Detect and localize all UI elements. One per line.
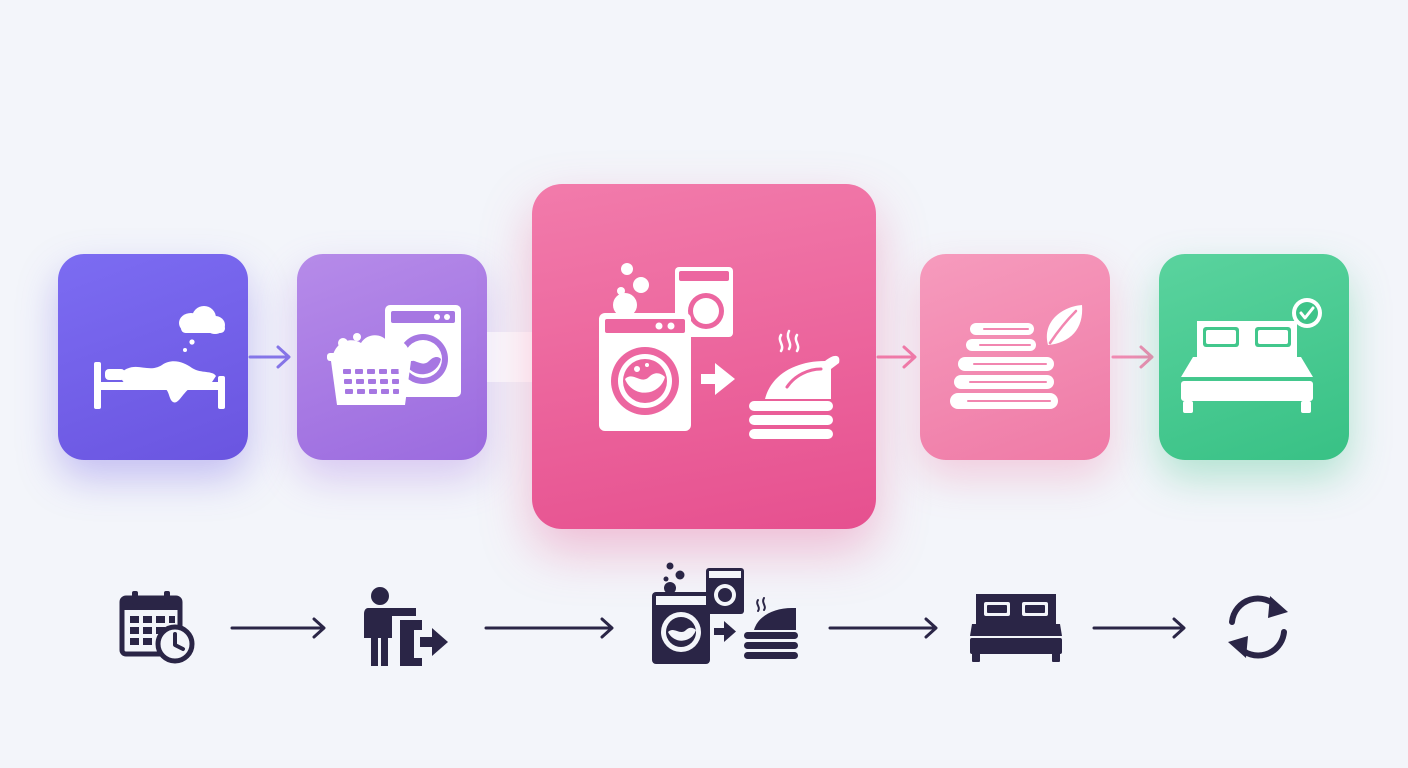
connector-arrow-4 [1111, 345, 1154, 369]
step-card-made-bed [1159, 254, 1349, 460]
connector-arrow-3 [876, 345, 917, 369]
summary-arrow-3 [828, 617, 938, 639]
wash-and-iron-icon [599, 262, 840, 439]
made-bed-check-icon [1181, 298, 1322, 413]
connector-arrow-1 [248, 345, 291, 369]
step-card-wash-and-iron [532, 184, 876, 529]
unmade-bed-icon [94, 306, 225, 409]
step-card-laundry-basket [297, 254, 487, 460]
summary-arrow-1 [230, 617, 326, 639]
refresh-cycle-icon [1228, 595, 1288, 659]
step-card-folded-linens [920, 254, 1110, 460]
wash-and-iron-icon [652, 562, 798, 664]
bed-icon [970, 594, 1062, 662]
folded-linens-leaf-icon [950, 305, 1083, 409]
person-exit-icon [364, 587, 448, 666]
calendar-clock-icon [119, 591, 195, 664]
summary-arrow-4 [1092, 617, 1186, 639]
step-card-unmade-bed [58, 254, 248, 460]
laundry-basket-washer-icon [327, 305, 461, 405]
summary-arrow-2 [484, 617, 614, 639]
